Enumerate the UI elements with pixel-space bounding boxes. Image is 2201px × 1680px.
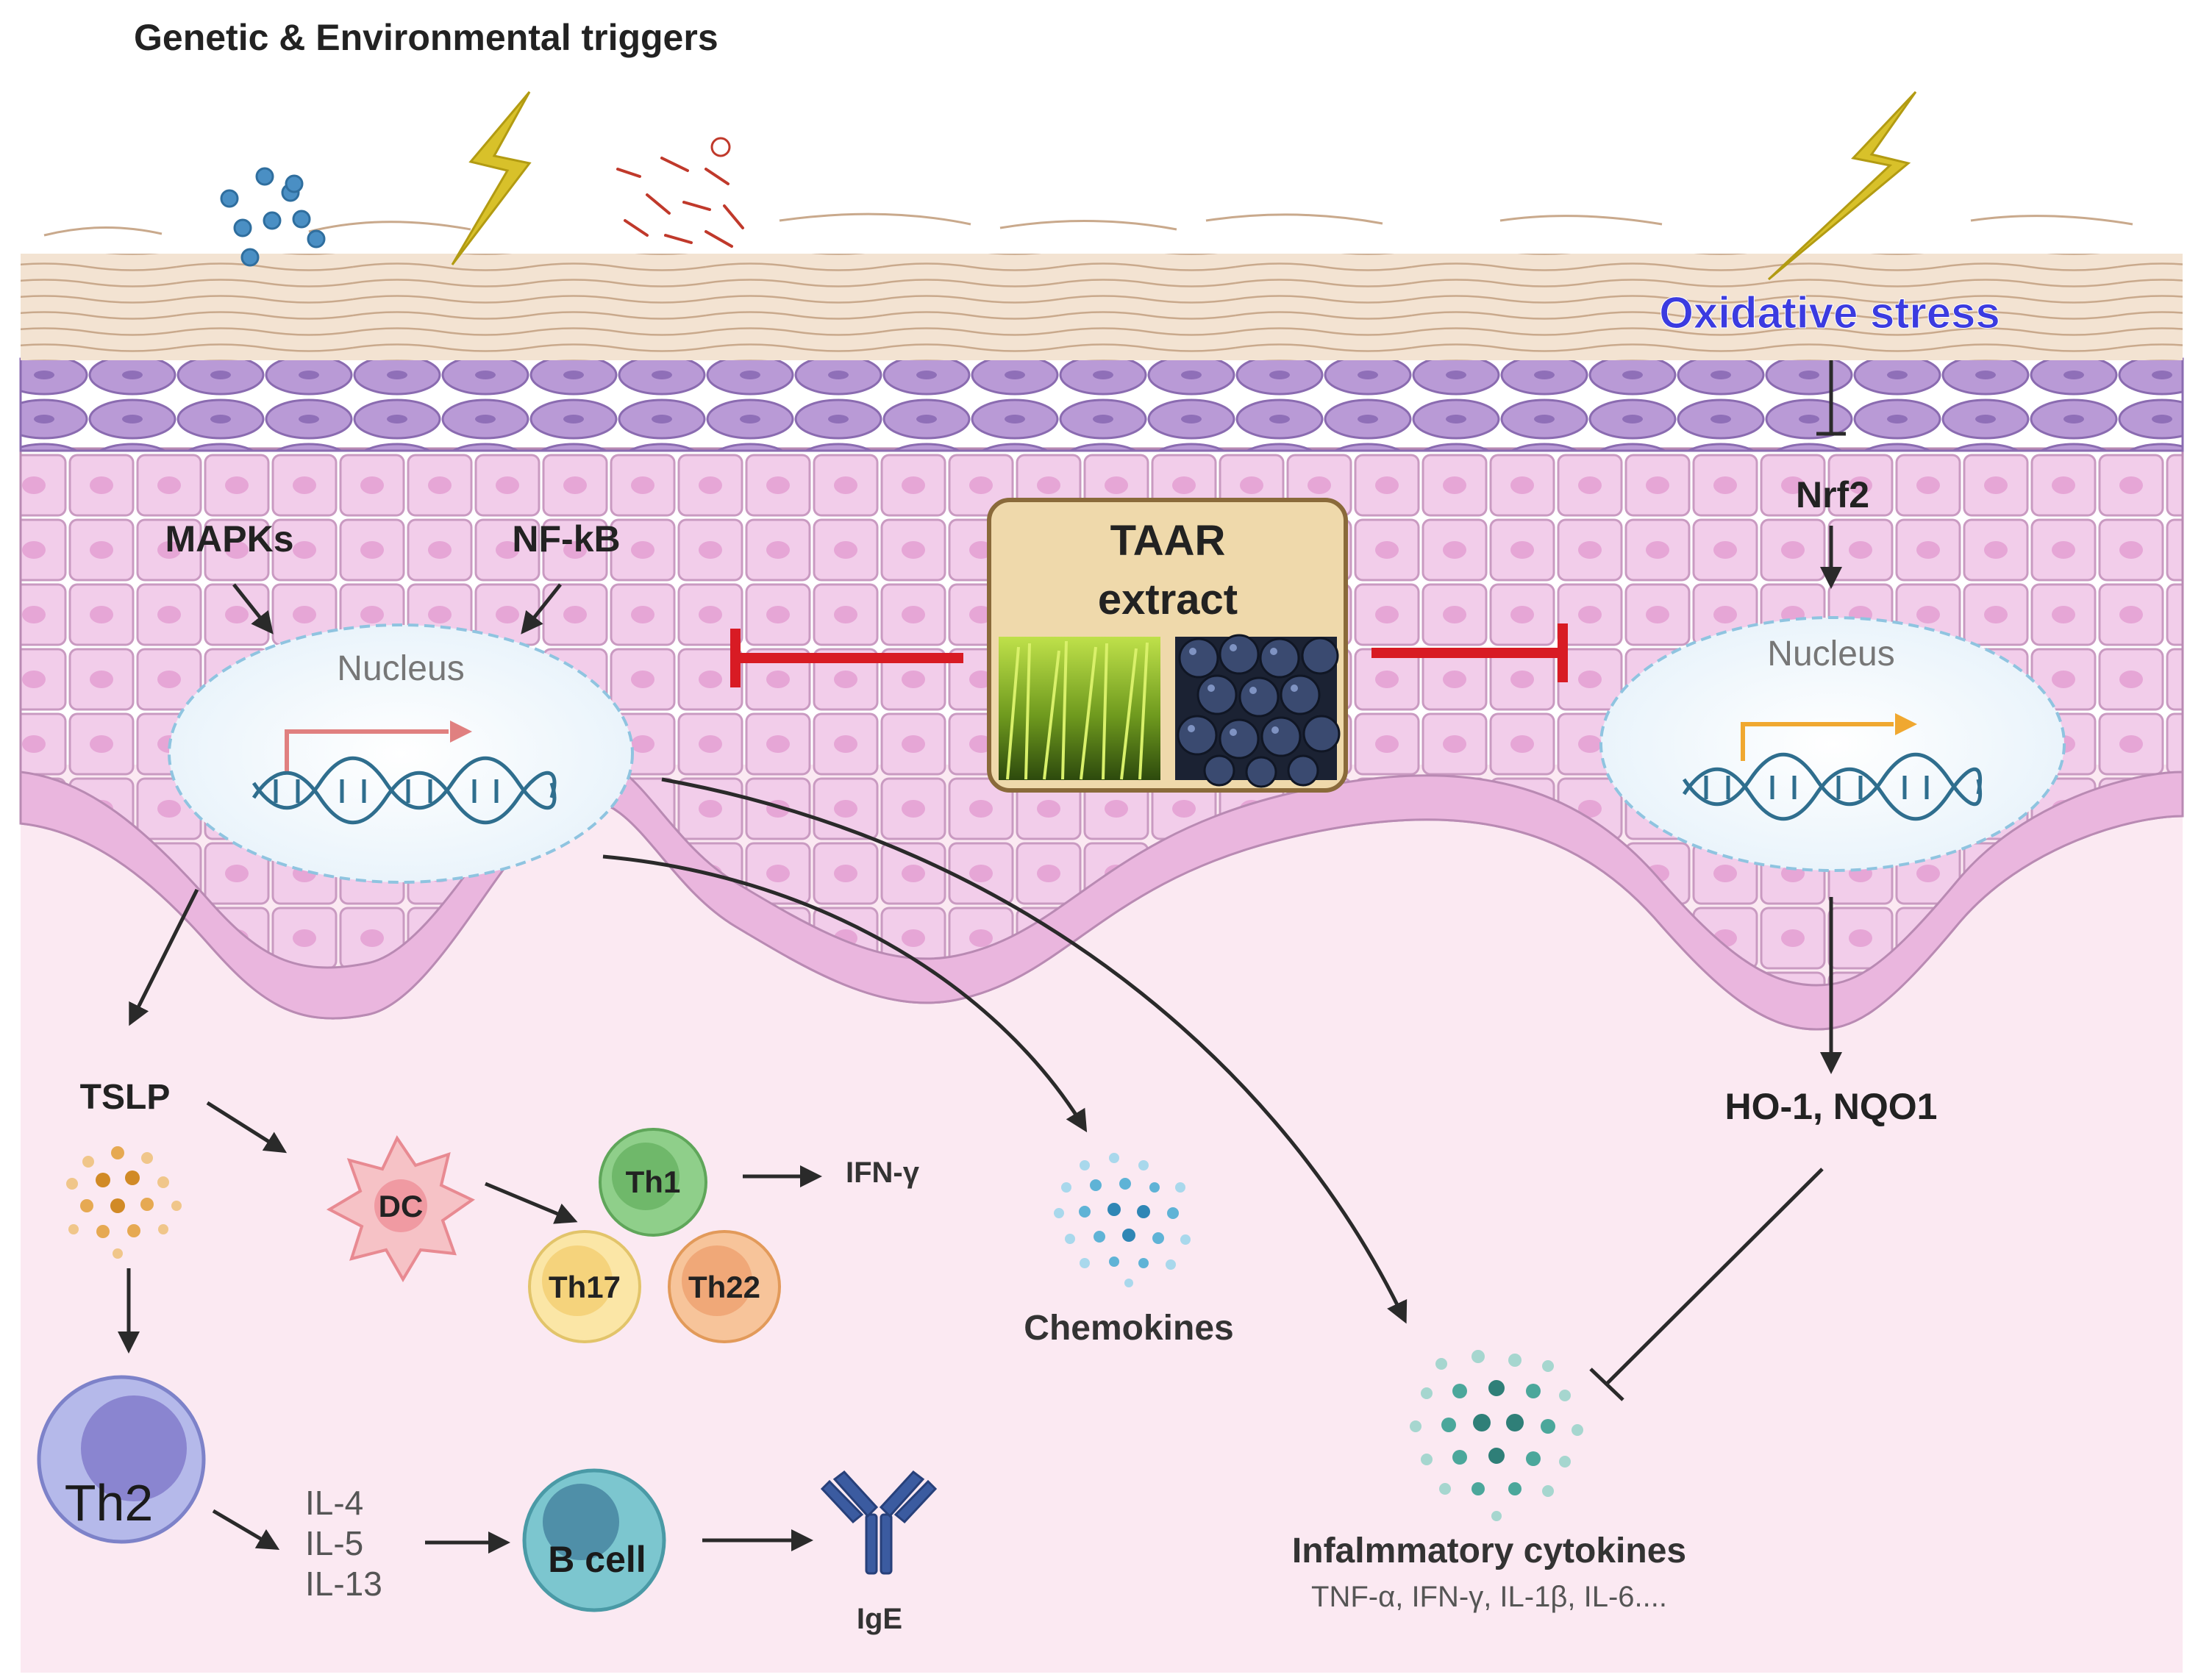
transcription-arrow-right [1741,722,1894,761]
lightning-icon-left [451,91,532,265]
surface-flakes [43,212,2133,237]
il5-label: IL-5 [305,1524,363,1562]
th17-label: Th17 [549,1270,621,1304]
tslp-label: TSLP [80,1078,171,1117]
virus-icon [220,167,326,267]
mapks-label: MAPKs [165,518,293,560]
inhibition-left [730,629,963,687]
grass-image [999,637,1160,780]
nucleus-right-label: Nucleus [1767,635,1894,673]
nrf2-label: Nrf2 [1796,474,1869,515]
arrow-th2-to-il [212,1509,280,1551]
dc-cell: DC [326,1134,475,1282]
th2-cell: Th2 [37,1375,206,1544]
nucleus-left-label: Nucleus [337,649,464,688]
th1-cell: Th1 [599,1128,707,1237]
bacteria-icon [616,137,744,248]
arrow-dc-to-th [485,1182,578,1224]
inhibit-line-ho1 [1605,1168,1824,1385]
dna-icon-left [252,756,557,825]
arrow-nfkb [521,583,562,635]
dc-label: DC [379,1189,424,1223]
ifn-gamma-label: IFN-γ [846,1157,920,1189]
inflammatory-particles-icon [1410,1350,1583,1521]
th2-label: Th2 [65,1474,154,1531]
arrow-to-inflammatory [661,777,1408,1324]
granular-layer [19,357,2184,452]
transcription-arrow-left [285,729,449,772]
il4-label: IL-4 [305,1484,363,1522]
lightning-icon-right [1767,90,1917,281]
th1-label: Th1 [626,1165,681,1199]
arrow-to-chemokines [602,854,1088,1133]
arrow-tslp-to-dc [206,1101,288,1154]
il13-label: IL-13 [305,1565,382,1603]
th17-cell: Th17 [528,1230,641,1343]
ige-label: IgE [857,1603,902,1635]
dna-icon-right [1682,752,1983,821]
inhibit-bar-ho1 [1589,1368,1624,1401]
basal-layer [19,754,2184,1031]
nucleus-right: Nucleus [1599,616,2066,872]
triggers-title: Genetic & Environmental triggers [134,17,718,58]
tslp-particles-icon [66,1146,182,1259]
taar-line1: TAAR [1110,517,1226,565]
arrow-mapks [232,583,274,635]
blueberry-image [1175,634,1341,788]
th22-label: Th22 [688,1270,760,1304]
taar-line2: extract [1098,576,1238,623]
bcell: B cell [522,1468,666,1612]
stratum-corneum [21,254,2183,360]
nfkb-label: NF-kB [512,518,620,560]
th22-cell: Th22 [668,1230,781,1343]
nucleus-left: Nucleus [168,623,634,884]
ho1-nqo1-label: HO-1, NQO1 [1725,1086,1938,1127]
inhibition-right [1371,623,1568,682]
ige-antibody-icon [820,1470,938,1575]
chemokines-particles-icon [1054,1153,1191,1287]
oxidative-stress-label: Oxidative stress [1659,288,2000,337]
inflammatory-list: TNF-α, IFN-γ, IL-1β, IL-6.... [1311,1581,1667,1613]
chemokines-label: Chemokines [1024,1309,1233,1348]
taar-extract-box: TAAR extract [987,498,1348,793]
inflammatory-title: Infalmmatory cytokines [1292,1531,1686,1570]
bcell-label: B cell [548,1539,646,1580]
arrow-to-tslp [129,888,199,1026]
skin-layers [19,212,2184,1673]
